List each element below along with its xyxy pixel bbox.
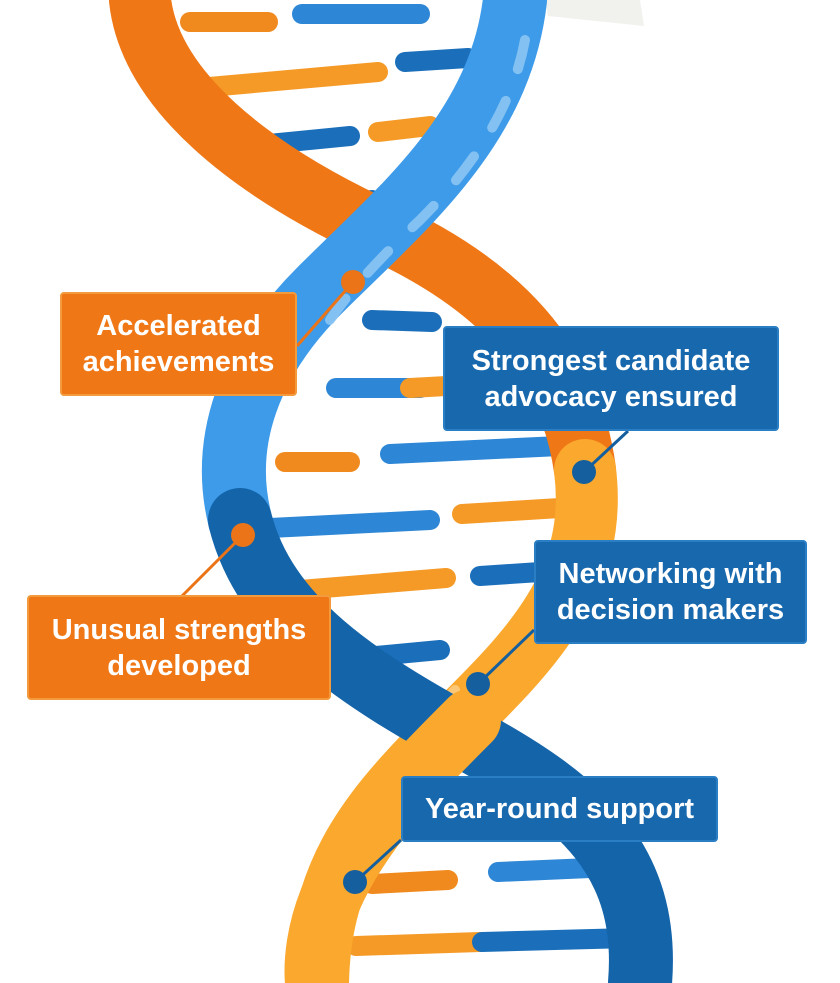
blue-strand-top — [202, 0, 547, 552]
connector-dot-strongest — [572, 460, 596, 484]
rung — [452, 498, 570, 524]
connector-accelerated — [295, 281, 355, 347]
rung — [470, 562, 550, 586]
label-strongest-candidate-advocacy: Strongest candidate advocacy ensured — [443, 326, 779, 431]
connector-unusual — [180, 533, 245, 598]
connector-dot-networking — [466, 672, 490, 696]
label-networking-decision-makers: Networking with decision makers — [534, 540, 807, 644]
rung — [380, 436, 570, 464]
label-accelerated-achievements: Accelerated achievements — [60, 292, 297, 396]
rung — [362, 870, 458, 894]
connector-dot-yearround — [343, 870, 367, 894]
connector-dot-accelerated — [341, 270, 365, 294]
rung — [346, 932, 490, 956]
rung — [368, 116, 440, 142]
connectors — [180, 270, 630, 894]
background-paper-shape — [545, 0, 644, 26]
rung — [362, 310, 442, 332]
label-unusual-strengths: Unusual strengths developed — [27, 595, 331, 700]
label-year-round-support: Year-round support — [401, 776, 718, 842]
rung — [395, 48, 478, 72]
blue-strand-highlight — [325, 35, 530, 325]
connector-networking — [476, 628, 536, 686]
rung — [188, 62, 388, 98]
orange-strand-front — [284, 689, 501, 983]
rung — [472, 928, 640, 952]
rung — [260, 510, 440, 538]
rung — [488, 858, 600, 882]
rung — [290, 568, 456, 600]
connector-dot-unusual — [231, 523, 255, 547]
